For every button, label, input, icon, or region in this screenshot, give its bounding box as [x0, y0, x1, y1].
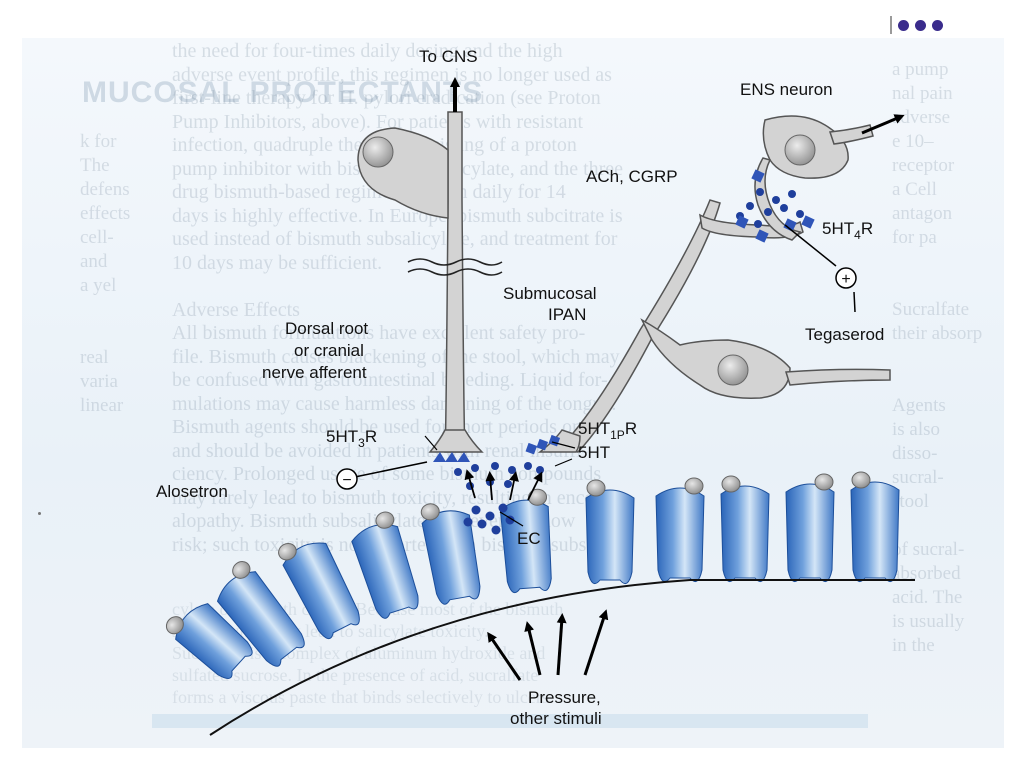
stray-dot — [38, 512, 41, 515]
receptor-5ht4 — [751, 169, 765, 183]
label-alosetron: Alosetron — [156, 482, 228, 501]
epithelial-cell — [420, 503, 481, 605]
arrows — [349, 77, 905, 681]
corner-divider — [890, 16, 892, 34]
plus-sign-icon: + — [841, 271, 850, 288]
transmitter-molecule — [524, 462, 532, 470]
transmitter-molecule — [508, 466, 516, 474]
tegaserod-agonist-marker: + — [835, 267, 857, 289]
cell-apical-cap — [420, 503, 440, 521]
background-text-left: k for The defens effects cell- and a yel… — [80, 131, 131, 416]
cell-apical-cap — [721, 475, 741, 493]
background-stripe — [152, 714, 868, 728]
ec-granule — [477, 519, 487, 529]
serotonin-molecules — [454, 169, 815, 490]
transmitter-molecule — [746, 202, 754, 210]
epithelial-cell — [351, 511, 419, 619]
transmitter-molecule — [454, 468, 462, 476]
corner-dot-icon — [932, 19, 943, 31]
cell-apical-cap — [851, 471, 871, 489]
cell-apical-cap — [232, 561, 251, 579]
label-5ht: 5HT — [578, 443, 610, 462]
label-other-stimuli: other stimuli — [510, 709, 602, 728]
label-pressure: Pressure, — [528, 688, 601, 707]
receptor-5ht4 — [801, 215, 815, 229]
ens-neuron — [754, 115, 874, 241]
cell-apical-cap — [278, 542, 297, 561]
transmitter-molecule — [504, 480, 512, 488]
epithelial-cell — [216, 561, 305, 667]
slide-corner-mark — [890, 14, 943, 36]
receptor-5ht4 — [783, 218, 797, 232]
transmitter-molecule — [764, 208, 772, 216]
label-ipan: IPAN — [548, 305, 586, 324]
label-ach-cgrp: ACh, CGRP — [586, 167, 678, 186]
label-5ht3-receptor: 5HT3R — [326, 427, 377, 450]
epithelial-cell — [655, 477, 705, 583]
transmitter-molecule — [754, 220, 762, 228]
transmitter-molecule — [780, 204, 788, 212]
epithelial-cell — [850, 471, 900, 583]
label-5ht1p-receptor: 5HT1PR — [578, 419, 637, 442]
ec-granule — [463, 517, 473, 527]
ec-cell-granules — [463, 503, 515, 535]
background-text-right: a pump nal pain adverse e 10– receptor a… — [892, 59, 983, 656]
cell-apical-cap — [814, 473, 834, 491]
corner-dot-icon — [915, 19, 926, 31]
ec-granule — [485, 511, 495, 521]
label-nerve-afferent: nerve afferent — [262, 363, 367, 382]
transmitter-molecule — [536, 466, 544, 474]
cell-apical-cap — [684, 477, 704, 495]
minus-sign-icon: − — [342, 472, 351, 489]
label-cranial: or cranial — [294, 341, 364, 360]
label-ens-neuron: ENS neuron — [740, 80, 833, 99]
cell-apical-cap — [586, 479, 606, 497]
label-tegaserod: Tegaserod — [805, 325, 884, 344]
receptor-5ht4 — [735, 215, 749, 229]
cell-apical-cap — [375, 511, 395, 529]
transmitter-molecule — [772, 196, 780, 204]
epithelial-cell — [785, 473, 835, 583]
epithelial-cell — [720, 475, 770, 583]
receptor-5ht4 — [755, 229, 769, 243]
cell-apical-cap — [165, 616, 184, 635]
transmitter-molecule — [796, 210, 804, 218]
ec-granule — [491, 525, 501, 535]
transmitter-molecule — [788, 190, 796, 198]
background-text-center: the need for four-times daily dosing and… — [172, 40, 624, 556]
label-ec-cell: EC — [517, 529, 541, 548]
alosetron-antagonist-marker: − — [336, 468, 358, 490]
label-dorsal-root: Dorsal root — [285, 319, 368, 338]
basement-membrane — [209, 579, 915, 736]
epithelial-cell — [585, 479, 635, 585]
transmitter-molecule — [471, 464, 479, 472]
corner-dot-icon — [898, 19, 909, 31]
ec-granule — [471, 505, 481, 515]
epithelial-cell — [499, 488, 552, 594]
epithelial-cell — [165, 603, 253, 679]
cell-apical-cap — [528, 488, 548, 506]
dorsal-root-afferent-neuron — [357, 111, 503, 462]
epithelial-cell-layer — [165, 471, 900, 679]
epithelial-cell — [278, 542, 360, 640]
label-to-cns: To CNS — [419, 47, 478, 66]
label-submucosal: Submucosal — [503, 284, 597, 303]
background-heading: MUCOSAL PROTECTANTS — [82, 76, 484, 109]
ec-granule — [505, 515, 515, 525]
transmitter-molecule — [756, 188, 764, 196]
transmitter-molecule — [491, 462, 499, 470]
ec-granule — [498, 503, 508, 513]
label-5ht4-receptor: 5HT4R — [822, 219, 873, 242]
